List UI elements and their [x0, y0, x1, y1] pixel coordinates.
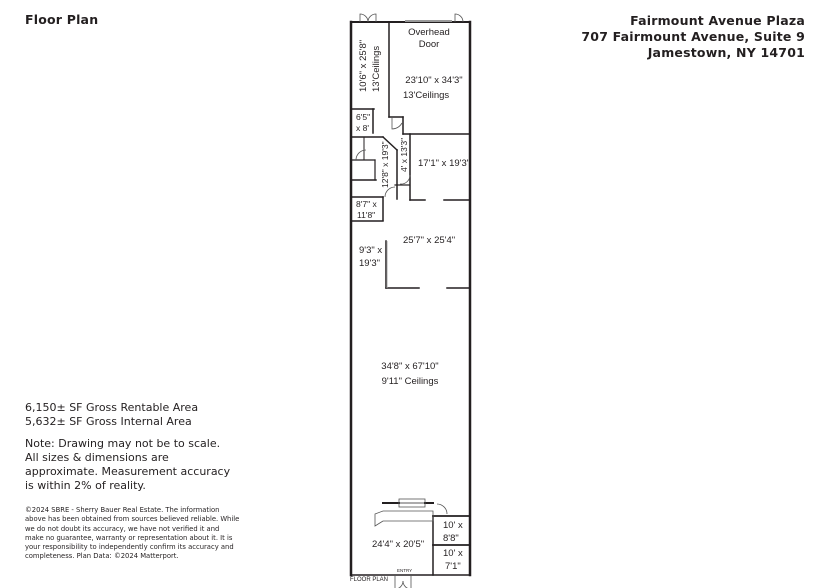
area-summary: 6,150± SF Gross Rentable Area 5,632± SF …: [25, 401, 198, 429]
side-room-dimensions: 10'6" x 25'8": [358, 40, 369, 92]
svg-text:Door: Door: [419, 39, 440, 50]
overhead-door-label: Overhead: [408, 27, 450, 38]
page-title: Floor Plan: [25, 12, 99, 27]
front-office-2-dimensions: 10' x: [443, 548, 463, 559]
warehouse-dimensions: 23'10" x 34'3": [405, 75, 462, 86]
svg-text:19'3": 19'3": [359, 258, 380, 269]
disclaimer: ©2024 SBRE - Sherry Bauer Real Estate. T…: [25, 506, 240, 561]
address-line-1: Fairmount Avenue Plaza: [630, 13, 805, 28]
scale-note: Note: Drawing may not be to scale. All s…: [25, 437, 231, 492]
room-c-dimensions: 9'3" x: [359, 245, 382, 256]
address-line-3: Jamestown, NY 14701: [647, 45, 805, 60]
svg-text:x 8': x 8': [356, 123, 369, 133]
entry-label: ENTRY: [397, 568, 412, 573]
office-b-dimensions: 25'7" x 25'4": [403, 235, 455, 246]
office-a-dimensions: 17'1" x 19'3": [418, 158, 470, 169]
main-space-ceiling: 9'11" Ceilings: [382, 376, 439, 387]
floor-plan-caption: FLOOR PLAN: [350, 577, 388, 583]
property-address: Fairmount Avenue Plaza 707 Fairmount Ave…: [581, 13, 805, 61]
reception-counter: [374, 510, 434, 527]
small-office-dimensions: 8'7" x: [356, 199, 377, 209]
gross-rentable-area: 6,150± SF Gross Rentable Area: [25, 401, 199, 414]
front-office-1-dimensions: 10' x: [443, 520, 463, 531]
svg-text:11'8": 11'8": [357, 210, 375, 220]
warehouse-ceiling: 13'Ceilings: [403, 90, 449, 101]
svg-text:13'Ceilings: 13'Ceilings: [371, 46, 382, 92]
front-room-dimensions: 24'4" x 20'5": [372, 539, 424, 550]
address-line-2: 707 Fairmount Avenue, Suite 9: [581, 29, 805, 44]
svg-text:8'8": 8'8": [443, 533, 459, 544]
door-swing: [359, 13, 369, 23]
svg-text:7'1": 7'1": [445, 561, 461, 572]
main-space-dimensions: 34'8" x 67'10": [381, 361, 438, 372]
gross-internal-area: 5,632± SF Gross Internal Area: [25, 415, 192, 428]
storage-room-dimensions: 6'5": [356, 112, 370, 122]
closet-dimensions: 4' x 13'3": [399, 138, 409, 172]
hall-dimensions: 12'8" x 19'3": [380, 141, 390, 188]
